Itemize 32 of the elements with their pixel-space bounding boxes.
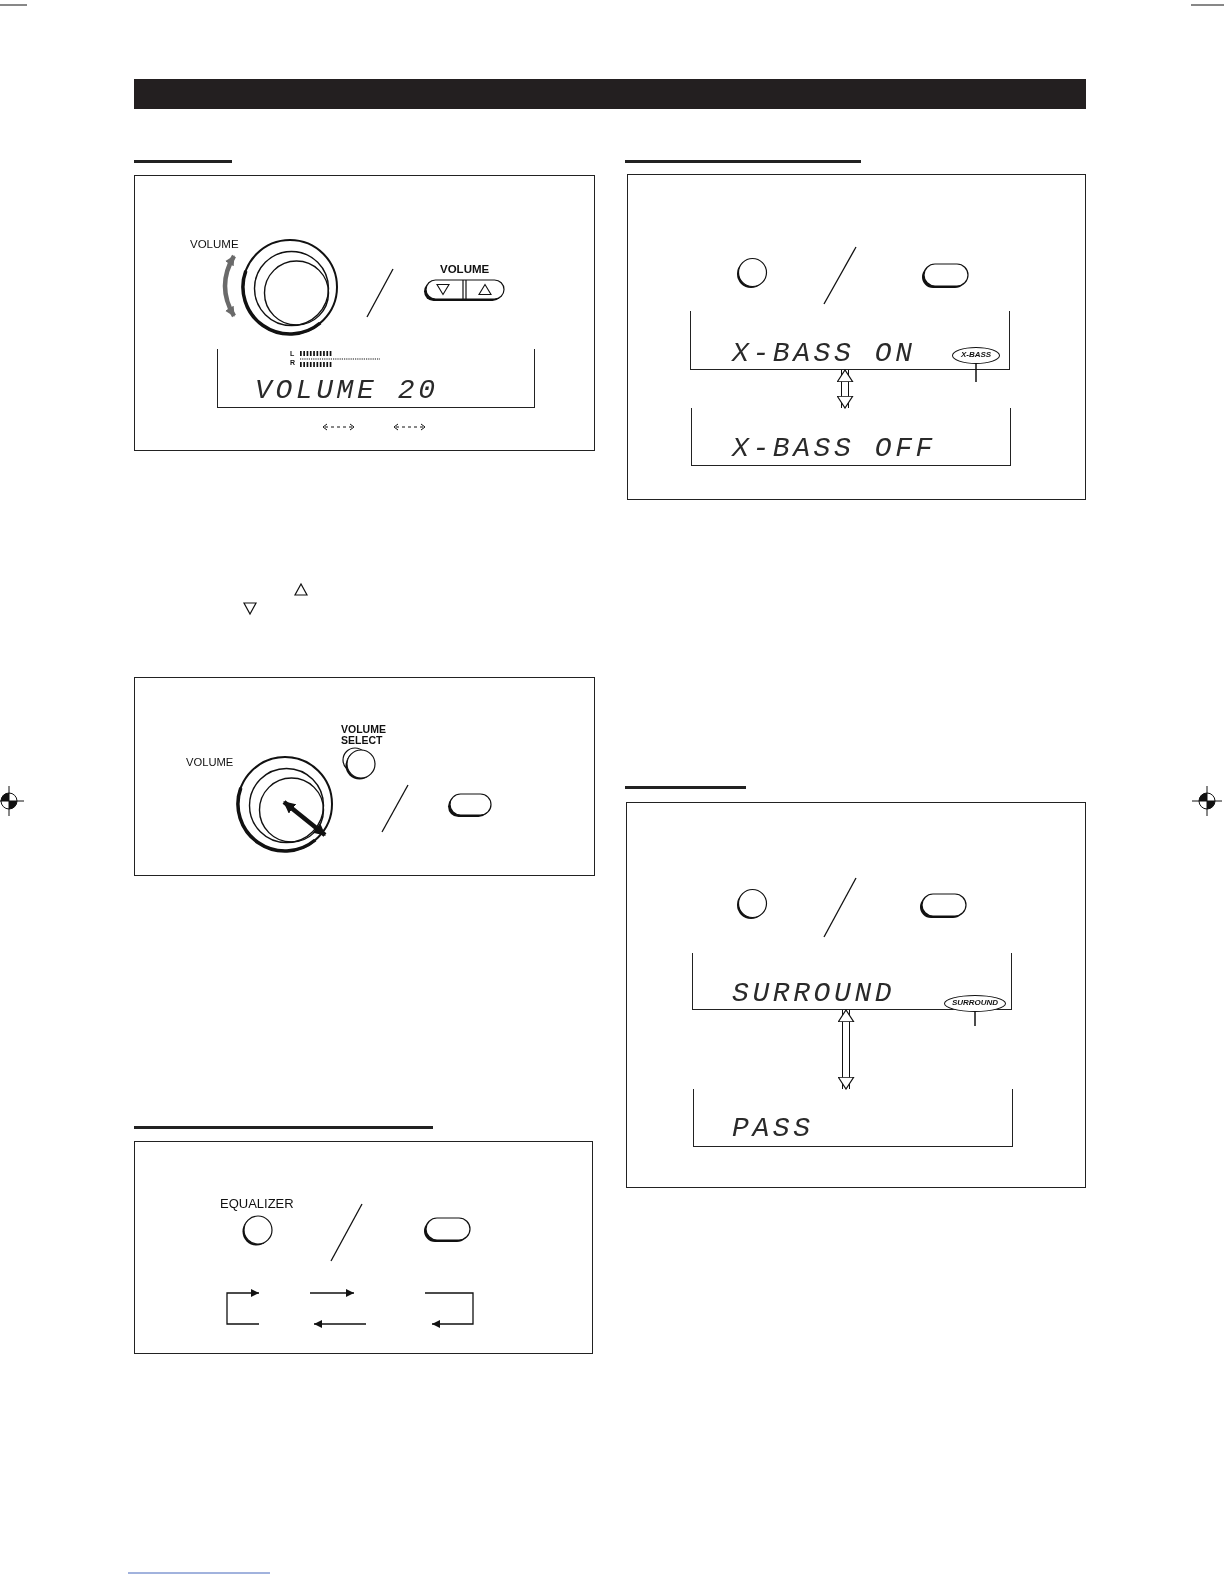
display-panel bbox=[217, 349, 535, 408]
oval-button bbox=[423, 1216, 471, 1244]
display-panel bbox=[691, 408, 1011, 466]
display-readout: PASS bbox=[732, 1115, 814, 1143]
display-indicator: SURROUND bbox=[944, 995, 1006, 1012]
control-label: EQUALIZER bbox=[220, 1197, 294, 1210]
oval-button bbox=[919, 892, 967, 920]
display-readout: SURROUND bbox=[732, 980, 896, 1008]
display-indicator: X-BASS bbox=[952, 347, 1000, 364]
display-panel bbox=[693, 1089, 1013, 1147]
illustration-frame bbox=[627, 174, 1086, 500]
control-label: VOLUME bbox=[440, 264, 490, 276]
illustration-frame bbox=[626, 802, 1086, 1188]
round-button bbox=[736, 257, 768, 289]
control-label: VOLUME bbox=[186, 757, 234, 769]
leader-line bbox=[974, 1011, 976, 1027]
display-readout: VOLUME 20 bbox=[255, 377, 439, 405]
oval-button bbox=[921, 262, 969, 290]
illustration-frame bbox=[134, 677, 595, 876]
control-label: VOLUME bbox=[190, 239, 239, 251]
display-readout: X-BASS ON bbox=[732, 340, 916, 368]
oval-button bbox=[447, 792, 492, 819]
illustration-frame bbox=[134, 175, 595, 451]
double-arrow bbox=[836, 369, 854, 409]
illustration-frame bbox=[134, 1141, 593, 1354]
display-panel bbox=[692, 953, 1012, 1010]
leader-line bbox=[975, 363, 977, 383]
double-arrow bbox=[837, 1009, 855, 1090]
display-readout: X-BASS OFF bbox=[732, 435, 937, 463]
display-panel bbox=[690, 311, 1010, 370]
round-button bbox=[736, 888, 768, 920]
control-label: VOLUME SELECT bbox=[341, 724, 387, 745]
